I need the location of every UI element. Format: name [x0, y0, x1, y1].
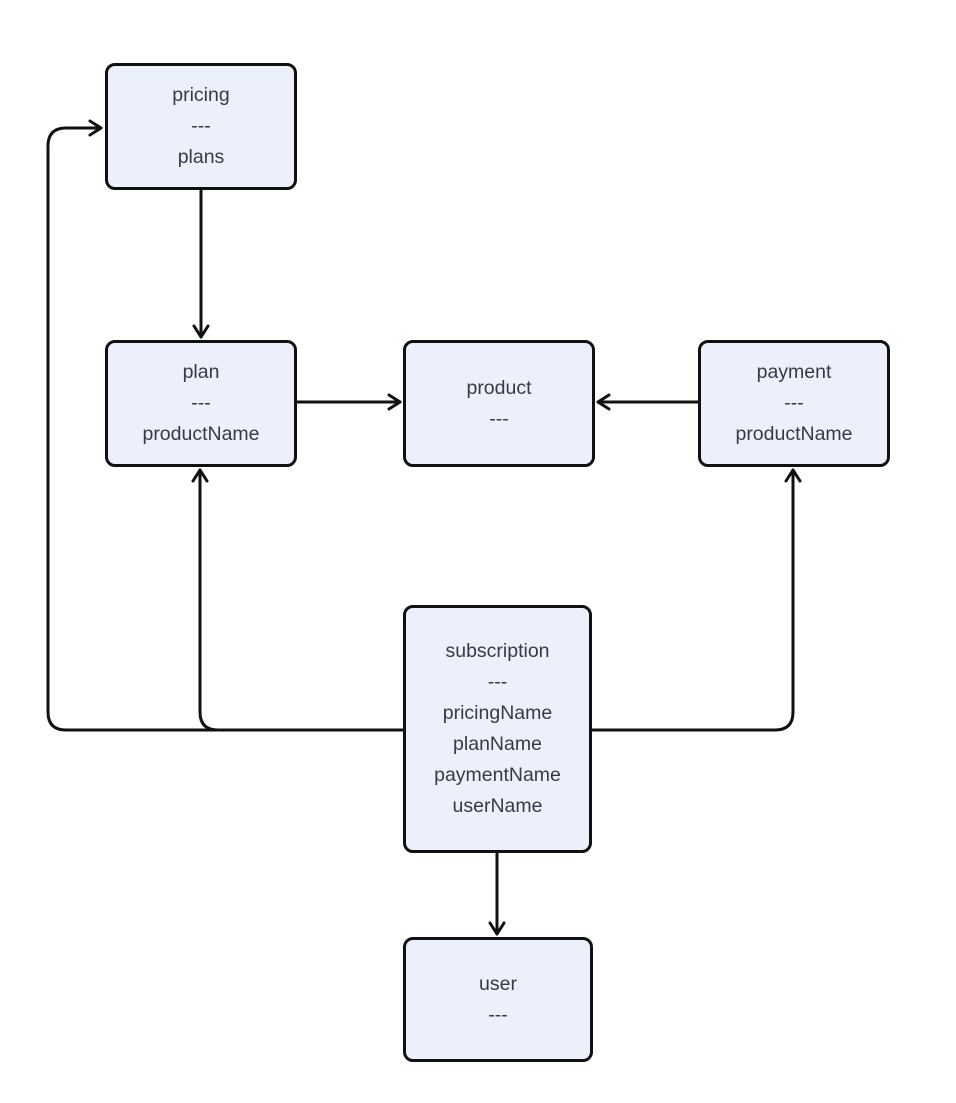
node-attribute: pricingName — [442, 702, 553, 724]
node-user: user --- — [403, 937, 593, 1062]
node-pricing: pricing --- plans — [105, 63, 297, 190]
node-title: product — [466, 376, 532, 399]
node-divider: --- — [784, 392, 804, 414]
node-attribute: userName — [452, 795, 543, 817]
node-product: product --- — [403, 340, 595, 467]
node-title: pricing — [172, 84, 230, 106]
node-title: payment — [756, 361, 832, 383]
node-divider: --- — [489, 407, 509, 430]
node-payment: payment --- productName — [698, 340, 890, 467]
node-subscription: subscription --- pricingName planName pa… — [403, 605, 592, 853]
node-divider: --- — [488, 1003, 508, 1026]
node-attribute: paymentName — [434, 764, 561, 786]
edge-subscription-plan — [191, 468, 405, 732]
node-plan: plan --- productName — [105, 340, 297, 467]
node-title: subscription — [445, 640, 550, 662]
edge-subscription-payment — [590, 468, 802, 732]
node-attribute: productName — [142, 423, 260, 445]
node-attribute: productName — [735, 423, 853, 445]
node-attribute: plans — [177, 146, 225, 168]
node-divider: --- — [487, 671, 508, 693]
node-title: user — [479, 972, 517, 995]
node-divider: --- — [191, 115, 211, 137]
edge-subscription-pricing — [46, 119, 405, 732]
node-attribute: planName — [453, 733, 542, 755]
node-divider: --- — [191, 392, 211, 414]
node-title: plan — [182, 361, 220, 383]
